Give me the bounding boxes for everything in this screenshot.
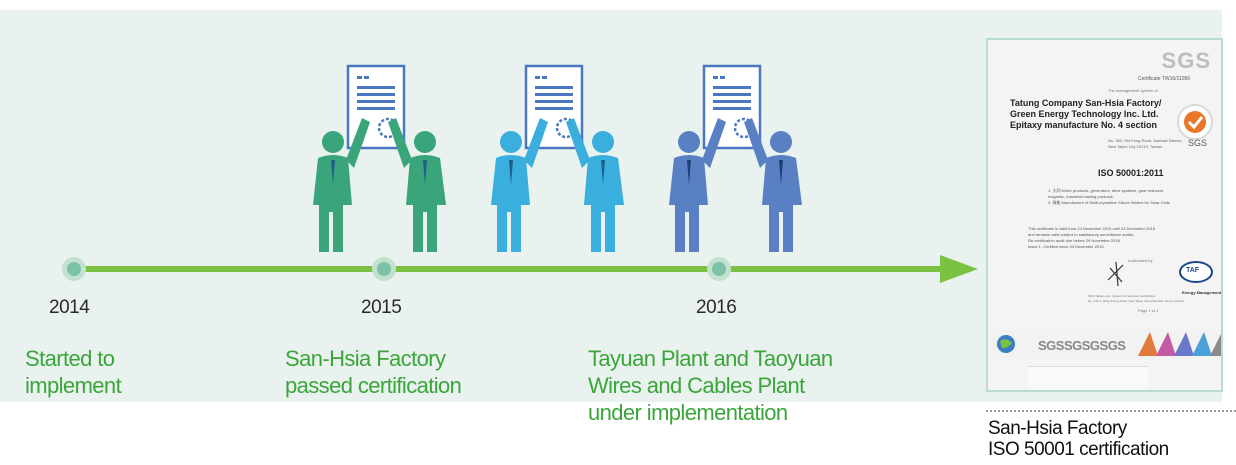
sgs-seal-label: SGS [1187, 138, 1207, 148]
certificate-page: Page 1 of 1 [1138, 308, 1159, 313]
certificate-authorised: Authorised by [1128, 258, 1153, 263]
year-2014: 2014 [49, 297, 90, 318]
taf-label: Energy Management [1182, 290, 1222, 295]
certificate-issuer: SGS Taiwan Ltd., Systems & Services Cert… [1088, 294, 1184, 303]
sgs-seal-icon [1177, 104, 1213, 140]
certificate-standard: ISO 50001:2011 [1098, 168, 1164, 178]
milestone-dot-2016 [707, 257, 731, 281]
certificate-mgmt-line: The management system of [1108, 88, 1158, 93]
iso-certificate-image: SGS Certificate TW16/11056 The managemen… [986, 38, 1223, 392]
certificate-caption: San-Hsia Factory ISO 50001 certification [988, 418, 1169, 460]
certificate-graphics [988, 104, 1221, 358]
milestone-desc-2016: Tayuan Plant and Taoyuan Wires and Cable… [588, 346, 833, 425]
sgs-band-text: SGSSGSGSGS [1038, 338, 1126, 353]
certificate-company: Tatung Company San-Hsia Factory/ Green E… [1010, 98, 1162, 130]
taf-logo-icon [1179, 261, 1213, 283]
milestone-desc-2014: Started to implement [25, 346, 122, 398]
people-holding-certificate-icon-2 [491, 64, 624, 252]
caption-divider [986, 410, 1236, 412]
certificate-footnote [1028, 366, 1148, 390]
year-2016: 2016 [696, 297, 737, 318]
year-2015: 2015 [361, 297, 402, 318]
sgs-logo: SGS [1161, 48, 1211, 73]
certificate-validity: This certificate is valid from 24 Decemb… [1028, 226, 1155, 249]
signature-icon [1107, 261, 1124, 287]
milestone-dot-2015 [372, 257, 396, 281]
certificate-number: Certificate TW16/11056 [1138, 76, 1191, 82]
certificate-scope: 1. 大同 Motor products, generators, drive … [1048, 188, 1170, 205]
taf-text: TAF [1186, 267, 1200, 274]
people-holding-certificate-icon-1 [313, 64, 446, 252]
timeline-arrow [940, 255, 978, 283]
milestone-desc-2015: San-Hsia Factory passed certification [285, 346, 462, 398]
milestone-dot-2014 [62, 257, 86, 281]
certificate-address: No. 382, Shi Feng Road, Sanhsia District… [1108, 138, 1183, 149]
people-holding-certificate-icon-3 [669, 64, 802, 252]
